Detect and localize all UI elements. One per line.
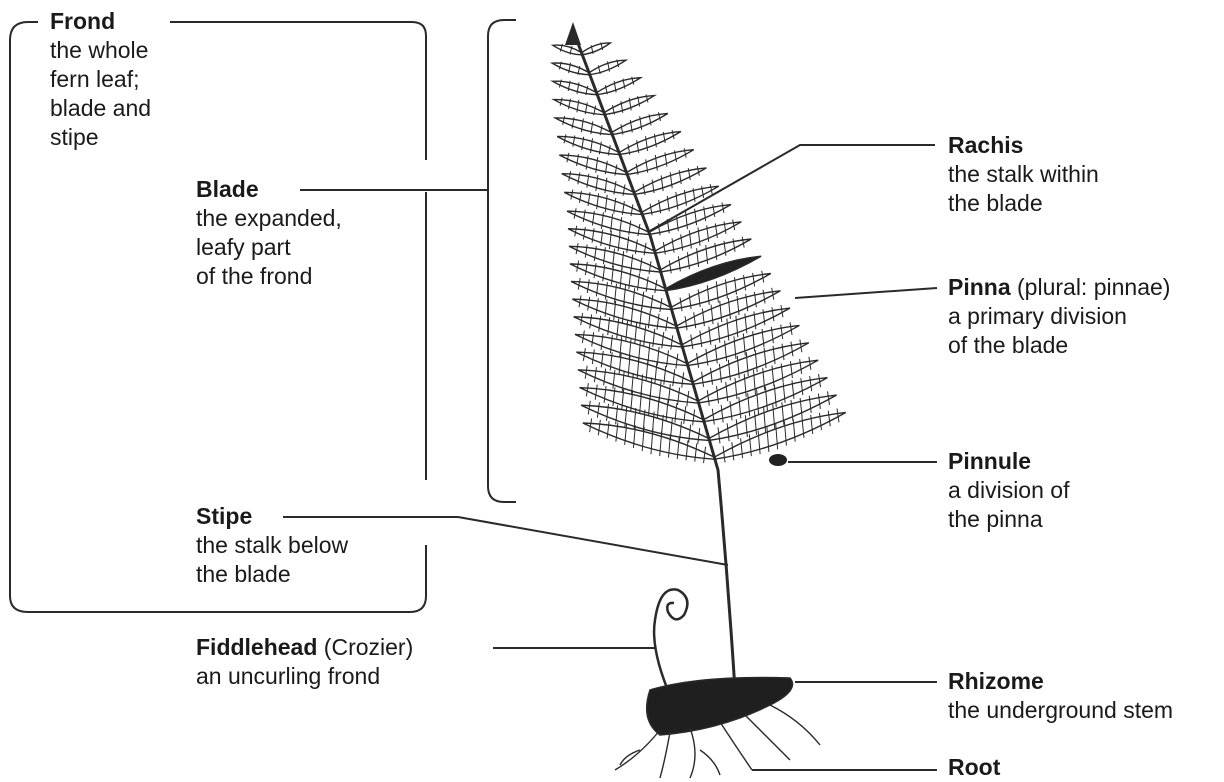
pinna-label: Pinna (plural: pinnae) a primary divisio… <box>948 273 1170 360</box>
fiddlehead-desc-1: an uncurling frond <box>196 662 413 691</box>
pinna-shape <box>553 45 582 55</box>
root-strand <box>690 728 695 778</box>
fiddlehead-label: Fiddlehead (Crozier) an uncurling frond <box>196 633 413 691</box>
pinna-shape <box>619 132 681 155</box>
pinna-shape <box>597 78 641 95</box>
rhizome-term: Rhizome <box>948 668 1044 694</box>
rhizome-desc-1: the underground stem <box>948 696 1173 725</box>
root-strand <box>720 722 752 770</box>
root-label: Root <box>948 753 1000 782</box>
stipe-desc-2: the blade <box>196 560 348 589</box>
frond-desc-2: fern leaf; <box>50 65 151 94</box>
pinna-shape <box>582 43 611 55</box>
pinnule-highlight <box>769 454 787 466</box>
pinna-extra: (plural: pinnae) <box>1011 274 1171 300</box>
rachis-term: Rachis <box>948 132 1023 158</box>
frond-desc-1: the whole <box>50 36 151 65</box>
root-strand <box>700 750 720 775</box>
blade-term: Blade <box>196 176 259 202</box>
blade-desc-3: of the frond <box>196 262 342 291</box>
root-strand <box>745 715 790 760</box>
frond-tip <box>565 22 581 45</box>
frond-label: Frond the whole fern leaf; blade and sti… <box>50 7 151 152</box>
rachis-label: Rachis the stalk within the blade <box>948 131 1099 218</box>
pinnule-label: Pinnule a division of the pinna <box>948 447 1069 534</box>
root-strand <box>620 750 640 765</box>
frond-desc-3: blade and <box>50 94 151 123</box>
pinnule-desc-2: the pinna <box>948 505 1069 534</box>
blade-desc-1: the expanded, <box>196 204 342 233</box>
fiddlehead-term: Fiddlehead <box>196 634 317 660</box>
blade-desc-2: leafy part <box>196 233 342 262</box>
pinna-shape <box>627 150 694 175</box>
frond-desc-4: stipe <box>50 123 151 152</box>
root-strand <box>615 730 660 770</box>
stipe-term: Stipe <box>196 503 252 529</box>
stipe-label: Stipe the stalk below the blade <box>196 502 348 589</box>
pinna-desc-1: a primary division <box>948 302 1170 331</box>
rachis-desc-1: the stalk within <box>948 160 1099 189</box>
root-term: Root <box>948 754 1000 780</box>
root-strand <box>770 705 820 745</box>
rhizome-label: Rhizome the underground stem <box>948 667 1173 725</box>
rachis-desc-2: the blade <box>948 189 1099 218</box>
stipe-pointer-line <box>458 517 728 565</box>
stipe-desc-1: the stalk below <box>196 531 348 560</box>
blade-bracket <box>488 20 516 502</box>
frond-term: Frond <box>50 8 115 34</box>
fiddlehead-extra: (Crozier) <box>317 634 413 660</box>
pinna-desc-2: of the blade <box>948 331 1170 360</box>
rhizome-shape <box>647 678 793 736</box>
pinna-leader-line <box>795 288 937 298</box>
blade-label: Blade the expanded, leafy part of the fr… <box>196 175 342 291</box>
pinnule-desc-1: a division of <box>948 476 1069 505</box>
pinna-term: Pinna <box>948 274 1011 300</box>
pinnule-term: Pinnule <box>948 448 1031 474</box>
pinna-shape <box>553 81 597 95</box>
root-strand <box>660 732 670 778</box>
fern-illustration <box>552 22 846 778</box>
